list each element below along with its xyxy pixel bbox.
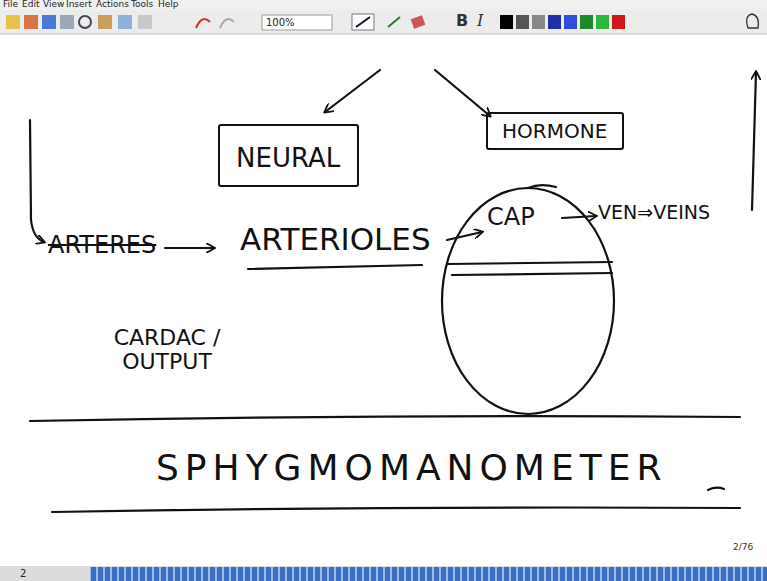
page-number: 2/76 (733, 543, 753, 553)
menu-item: Insert (66, 0, 92, 10)
process-box: NEURAL (218, 124, 359, 187)
zoom-value: 100% (266, 17, 295, 28)
handwritten-title: SPHYGMOMANOMETER (156, 448, 667, 488)
page-tab: 2 (20, 568, 26, 579)
capillary-oval: CAP (440, 186, 616, 416)
process-box: HORMONE (486, 112, 624, 150)
menu-item: Actions (96, 0, 129, 10)
handwritten-word: CARDAC / OUTPUT (108, 326, 226, 374)
bold-button: B (456, 12, 468, 30)
menu-item: Edit (22, 0, 39, 10)
italic-button: I (477, 12, 483, 30)
node-text: HORMONE (502, 120, 608, 142)
menu-item: View (43, 0, 64, 10)
handwritten-word: VEN⇒VEINS (598, 202, 710, 223)
menu-item: File (3, 0, 18, 10)
handwritten-word: ARTERIOLES (240, 222, 431, 256)
menu-item: Help (158, 0, 179, 10)
node-text: NEURAL (236, 144, 341, 173)
node-text: CAP (487, 204, 535, 230)
toolbar-icons (6, 14, 758, 30)
menu-item: Tools (131, 0, 153, 10)
handwriting-strokes (30, 70, 756, 512)
handwritten-word: ARTERES (48, 232, 156, 258)
